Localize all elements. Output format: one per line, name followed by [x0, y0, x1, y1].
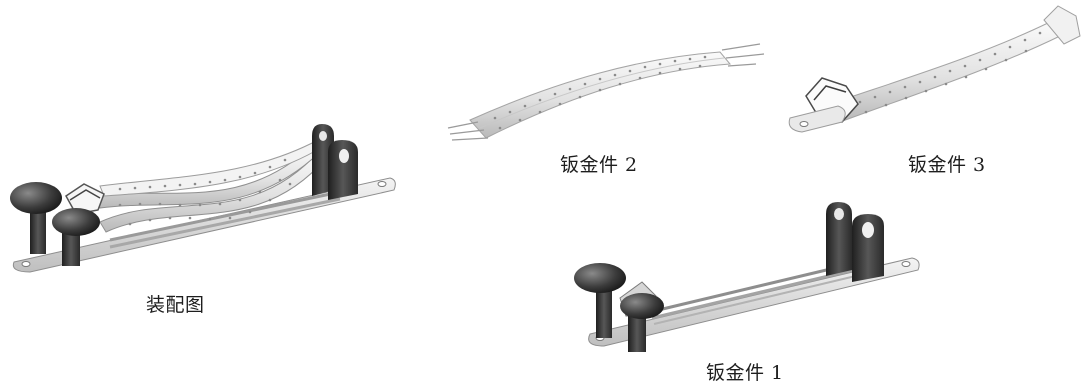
- part1-cap-right: [620, 293, 664, 319]
- caption-assembly: 装配图: [146, 294, 205, 316]
- part2-model: [447, 43, 765, 141]
- assembly-cap-left: [10, 182, 62, 214]
- assembly-rivet-rows: [118, 158, 292, 226]
- part3-rivets: [858, 31, 1042, 114]
- assembly-bracket-front: [328, 140, 358, 200]
- assembly-base-hole-right: [377, 181, 387, 187]
- part3-strip: [829, 21, 1061, 123]
- part1-rail-3: [653, 273, 865, 325]
- part1-rail-2: [651, 266, 863, 320]
- part1-bracket-front: [852, 214, 884, 282]
- assembly-rail-1: [109, 190, 341, 242]
- part1-bracket-front-hole: [862, 222, 874, 238]
- part1-bracket-back: [826, 202, 852, 276]
- part2-end-right: [721, 43, 765, 67]
- assembly-post-left: [30, 202, 46, 254]
- assembly-rail-2: [109, 197, 341, 249]
- caption-part2: 钣金件 2: [560, 154, 638, 176]
- caption-part3: 钣金件 3: [908, 154, 986, 176]
- part2-rivets: [493, 55, 707, 130]
- part1-post-right: [628, 308, 646, 352]
- assembly-bracket-front-hole: [339, 149, 349, 163]
- assembly-bracket-back-hole: [319, 131, 327, 141]
- part1-post-left: [596, 282, 612, 338]
- part1-model: [574, 202, 920, 352]
- assembly-model: [10, 124, 396, 273]
- part3-flared-end: [1043, 5, 1081, 45]
- part3-tab-hole: [799, 121, 809, 127]
- part1-cap-left: [574, 263, 626, 293]
- caption-part1: 钣金件 1: [706, 362, 784, 384]
- part3-model: [788, 5, 1081, 133]
- assembly-base-hole-left: [21, 261, 31, 267]
- part2-end-left: [447, 121, 489, 141]
- part1-bracket-back-hole: [834, 208, 844, 220]
- part1-rail-1: [649, 260, 861, 314]
- part2-strip: [469, 51, 732, 139]
- assembly-cap-right: [52, 208, 100, 236]
- part1-base-hole-right: [901, 261, 911, 267]
